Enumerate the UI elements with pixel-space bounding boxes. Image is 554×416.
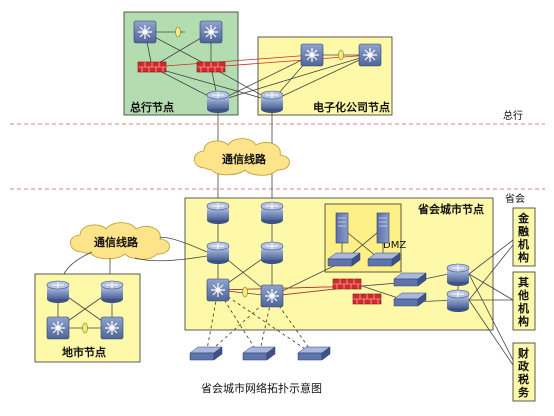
province-firewall-2 <box>352 293 382 305</box>
city-switch-link <box>82 322 88 334</box>
external-router-2 <box>446 289 470 313</box>
hq-router-1 <box>206 90 230 114</box>
province-router-3 <box>206 241 230 265</box>
external-label-tax-char: 政 <box>518 359 530 373</box>
external-label-finance-char: 机 <box>518 237 529 251</box>
hq-switch-link <box>175 26 181 38</box>
diagram-caption: 省会城市网络拓扑示意图 <box>201 381 322 395</box>
dmz-label: DMZ <box>383 240 406 251</box>
ecommerce-node-label: 电子化公司节点 <box>313 100 390 114</box>
external-label-tax-char: 财 <box>517 346 529 360</box>
external-router-1 <box>446 263 470 287</box>
province-firewall-1 <box>332 278 362 290</box>
province-core-switch-2 <box>260 284 284 308</box>
ecommerce-switch-link <box>338 49 344 61</box>
city-router-1 <box>46 280 70 304</box>
hq-router-2 <box>260 90 284 114</box>
hq-firewall-2 <box>196 61 226 73</box>
external-box-tax <box>512 342 536 402</box>
ecommerce-switch-2 <box>358 43 382 67</box>
comm-line-cloud-top <box>193 138 290 176</box>
hq-level-label: 总行 <box>503 109 523 122</box>
external-label-tax-char: 务 <box>518 385 530 399</box>
province-router-1 <box>206 201 230 225</box>
hq-core-switch-2 <box>199 20 223 44</box>
comm-line-cloud-left <box>70 222 170 260</box>
province-core-switch-1 <box>206 278 230 302</box>
city-node-label: 地市节点 <box>62 345 106 359</box>
comm-line-top-label: 通信线路 <box>222 152 267 166</box>
province-switch-link <box>242 286 248 298</box>
external-box-other <box>512 271 536 331</box>
city-switch-2 <box>100 316 124 340</box>
external-label-finance-char: 融 <box>518 224 529 238</box>
external-links <box>468 239 514 366</box>
hq-firewall-1 <box>137 61 167 73</box>
dmz-server-2 <box>376 212 390 244</box>
external-label-other-char: 他 <box>517 288 529 302</box>
hq-core-switch-1 <box>133 20 157 44</box>
external-label-other-char: 机 <box>518 301 529 315</box>
external-label-other-char: 其 <box>518 275 529 289</box>
external-label-finance-char: 构 <box>518 250 529 264</box>
province-level-label: 省会 <box>505 192 525 205</box>
external-box-finance <box>512 207 536 267</box>
branch-switch-2 <box>242 346 276 361</box>
comm-line-left-label: 通信线路 <box>94 235 139 249</box>
city-switch-1 <box>46 316 70 340</box>
hq-node-label: 总行节点 <box>130 100 174 114</box>
external-label-finance-char: 金 <box>517 211 530 225</box>
dmz-server-1 <box>335 212 349 244</box>
province-router-2 <box>260 201 284 225</box>
ecommerce-switch-1 <box>300 43 324 67</box>
external-label-tax-char: 税 <box>518 372 529 386</box>
province-node-label: 省会城市节点 <box>417 202 484 216</box>
city-router-2 <box>100 280 124 304</box>
external-label-other-char: 构 <box>518 314 529 328</box>
branch-switch-1 <box>189 346 223 361</box>
province-router-4 <box>260 241 284 265</box>
branch-switch-3 <box>297 346 331 361</box>
